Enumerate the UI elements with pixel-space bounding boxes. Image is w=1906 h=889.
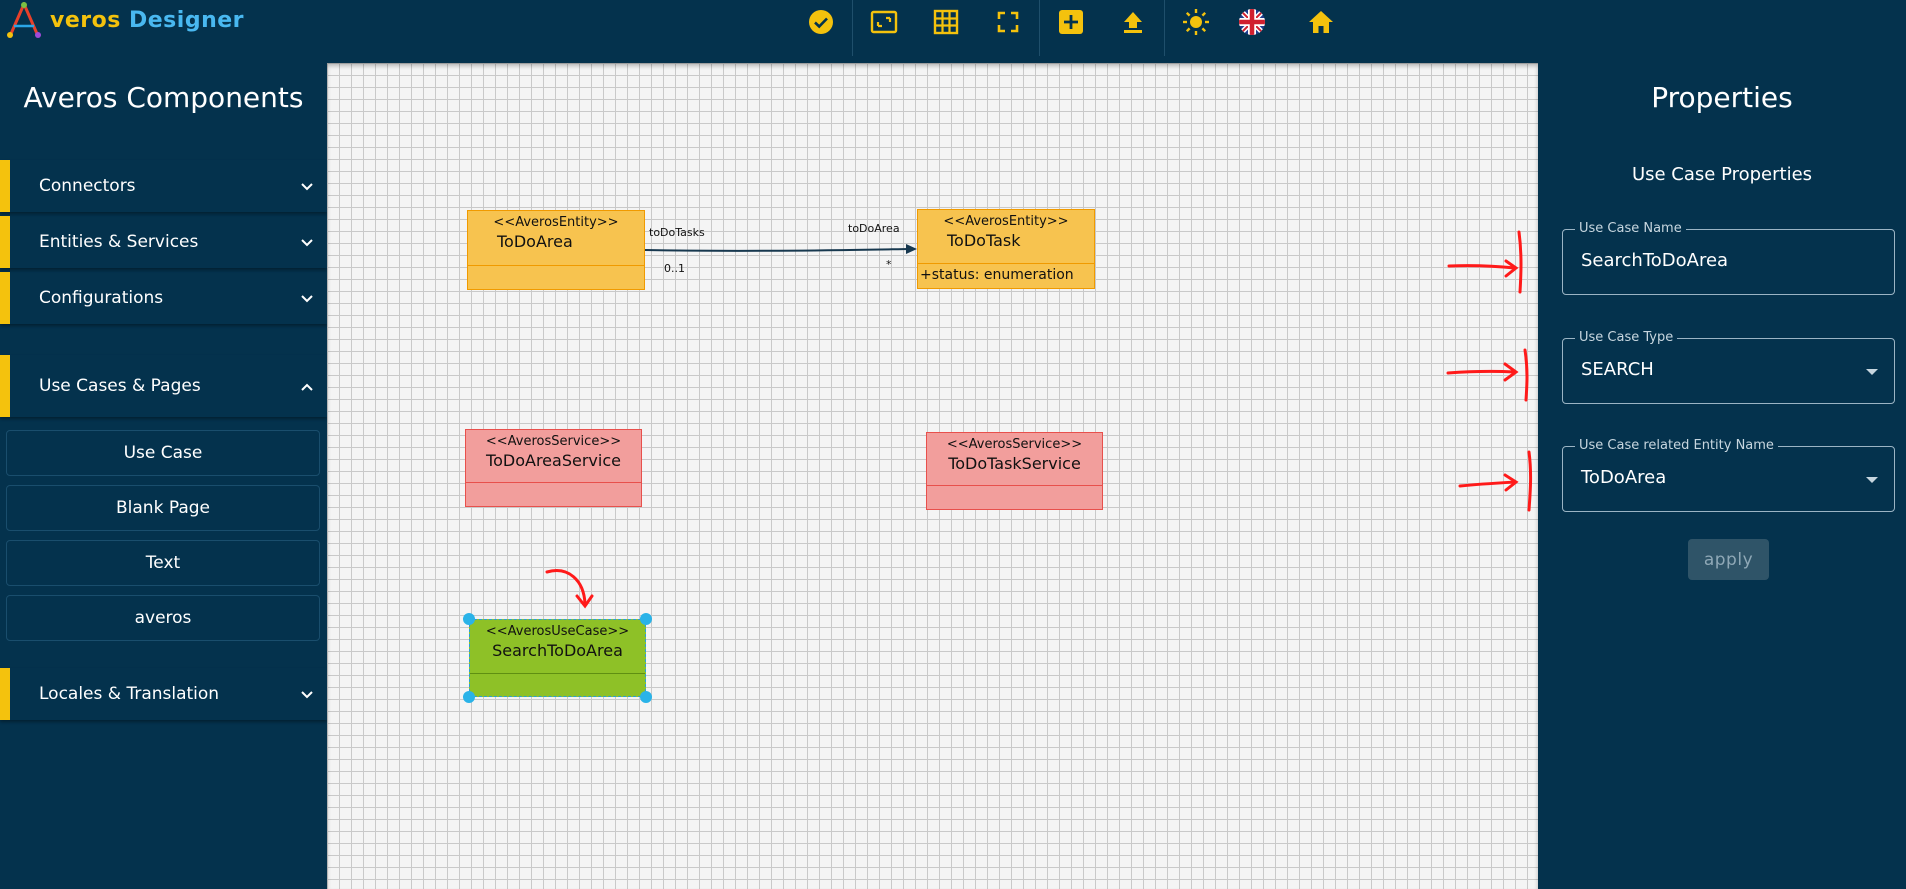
components-panel: Averos Components Connectors Entities & … (0, 63, 327, 889)
toolbar-divider (1164, 0, 1165, 56)
use-case-name-field[interactable]: Use Case Name SearchToDoArea (1562, 221, 1895, 295)
use-case-entity-select[interactable]: Use Case related Entity Name ToDoArea (1562, 438, 1895, 512)
connector-target-multiplicity: * (886, 258, 892, 271)
component-use-case[interactable]: Use Case (6, 430, 320, 476)
upload-icon (1124, 12, 1142, 33)
connector-source-role: toDoTasks (649, 226, 705, 239)
field-label: Use Case Type (1575, 330, 1678, 345)
entity-stereotype: <<AverosEntity>> (493, 215, 619, 230)
field-value: SearchToDoArea (1581, 250, 1729, 271)
field-value: ToDoArea (1581, 467, 1667, 488)
chevron-down-icon (287, 177, 327, 196)
entity-divider (918, 263, 1094, 264)
resize-handle-bottom-right[interactable] (640, 691, 652, 703)
properties-subtitle: Use Case Properties (1631, 164, 1813, 185)
theme-icon (1183, 9, 1209, 35)
fullscreen-button[interactable] (977, 0, 1039, 44)
toolbar-divider (1039, 0, 1040, 56)
usecase-divider (470, 673, 645, 674)
grid-button[interactable] (915, 0, 977, 44)
component-text[interactable]: Text (6, 540, 320, 586)
resize-handle-bottom-left[interactable] (463, 691, 475, 703)
properties-panel: Properties Use Case Properties Use Case … (1538, 63, 1906, 889)
properties-title: Properties (1651, 81, 1793, 114)
usecase-stereotype: <<AverosUseCase>> (485, 624, 630, 639)
usecase-name: SearchToDoArea (492, 641, 623, 660)
chevron-down-icon (287, 289, 327, 308)
entity-stereotype: <<AverosEntity>> (943, 214, 1069, 229)
resize-handle-top-right[interactable] (640, 613, 652, 625)
diagram-canvas[interactable]: <<AverosEntity>> ToDoArea <<AverosEntity… (327, 63, 1538, 889)
chevron-down-icon (287, 233, 327, 252)
chevron-up-icon (287, 377, 327, 396)
service-todoareaservice[interactable]: <<AverosService>> ToDoAreaService (465, 429, 642, 507)
service-name: ToDoAreaService (486, 451, 621, 470)
section-label: Connectors (39, 176, 136, 196)
resize-handle-top-left[interactable] (463, 613, 475, 625)
language-flag-icon (1239, 9, 1265, 35)
theme-button[interactable] (1165, 0, 1227, 44)
component-averos[interactable]: averos (6, 595, 320, 641)
usecase-searchtodoarea[interactable]: <<AverosUseCase>> SearchToDoArea (469, 619, 646, 697)
entity-divider (468, 265, 644, 266)
connector-source-multiplicity: 0..1 (664, 262, 685, 275)
section-label: Entities & Services (39, 232, 199, 252)
validate-icon (809, 10, 833, 34)
association-connector[interactable] (327, 63, 1538, 889)
section-use-cases-pages[interactable]: Use Cases & Pages (0, 355, 327, 417)
home-button[interactable] (1277, 0, 1365, 44)
dropdown-arrow-icon (1866, 369, 1878, 375)
dropdown-arrow-icon (1866, 477, 1878, 483)
entity-name: ToDoTask (947, 231, 1021, 250)
section-label: Locales & Translation (39, 684, 220, 704)
service-stereotype: <<AverosService>> (946, 437, 1083, 452)
app-title-part2: Designer (129, 7, 244, 33)
add-icon (1059, 10, 1083, 34)
field-label: Use Case related Entity Name (1575, 438, 1778, 453)
validate-button[interactable] (790, 0, 852, 44)
entity-todoarea[interactable]: <<AverosEntity>> ToDoArea (467, 210, 645, 290)
service-divider (466, 482, 641, 483)
section-connectors[interactable]: Connectors (0, 160, 327, 212)
section-label: Configurations (39, 288, 164, 308)
chevron-down-icon (287, 685, 327, 704)
add-button[interactable] (1040, 0, 1102, 44)
main-toolbar (790, 0, 1365, 56)
language-button[interactable] (1227, 0, 1277, 44)
section-label: Use Cases & Pages (39, 376, 201, 396)
section-entities-services[interactable]: Entities & Services (0, 216, 327, 268)
component-blank-page[interactable]: Blank Page (6, 485, 320, 531)
apply-button[interactable]: apply (1688, 539, 1769, 580)
section-locales-translation[interactable]: Locales & Translation (0, 668, 327, 720)
grid-icon (933, 9, 959, 35)
app-title: veros Designer (50, 8, 244, 33)
connector-target-role: toDoArea (848, 222, 900, 235)
service-todotaskservice[interactable]: <<AverosService>> ToDoTaskService (926, 432, 1103, 510)
fullscreen-icon (997, 11, 1019, 33)
section-configurations[interactable]: Configurations (0, 272, 327, 324)
upload-button[interactable] (1102, 0, 1164, 44)
entity-todotask[interactable]: <<AverosEntity>> ToDoTask +status: enume… (917, 209, 1095, 289)
service-divider (927, 485, 1102, 486)
toolbar-divider (852, 0, 853, 56)
entity-attribute: +status: enumeration (920, 267, 1074, 283)
top-bar: veros Designer (0, 0, 1906, 63)
logo-icon (7, 2, 41, 38)
fit-screen-button[interactable] (853, 0, 915, 44)
app-title-part1: veros (50, 7, 121, 33)
use-case-type-select[interactable]: Use Case Type SEARCH (1562, 330, 1895, 404)
field-label: Use Case Name (1575, 221, 1686, 236)
service-stereotype: <<AverosService>> (485, 434, 622, 449)
home-icon (1309, 11, 1333, 33)
app-logo[interactable]: veros Designer (4, 2, 244, 38)
field-value: SEARCH (1581, 359, 1654, 380)
components-title: Averos Components (23, 81, 304, 114)
service-name: ToDoTaskService (948, 454, 1081, 473)
entity-name: ToDoArea (497, 232, 573, 251)
fit-screen-icon (870, 10, 898, 34)
